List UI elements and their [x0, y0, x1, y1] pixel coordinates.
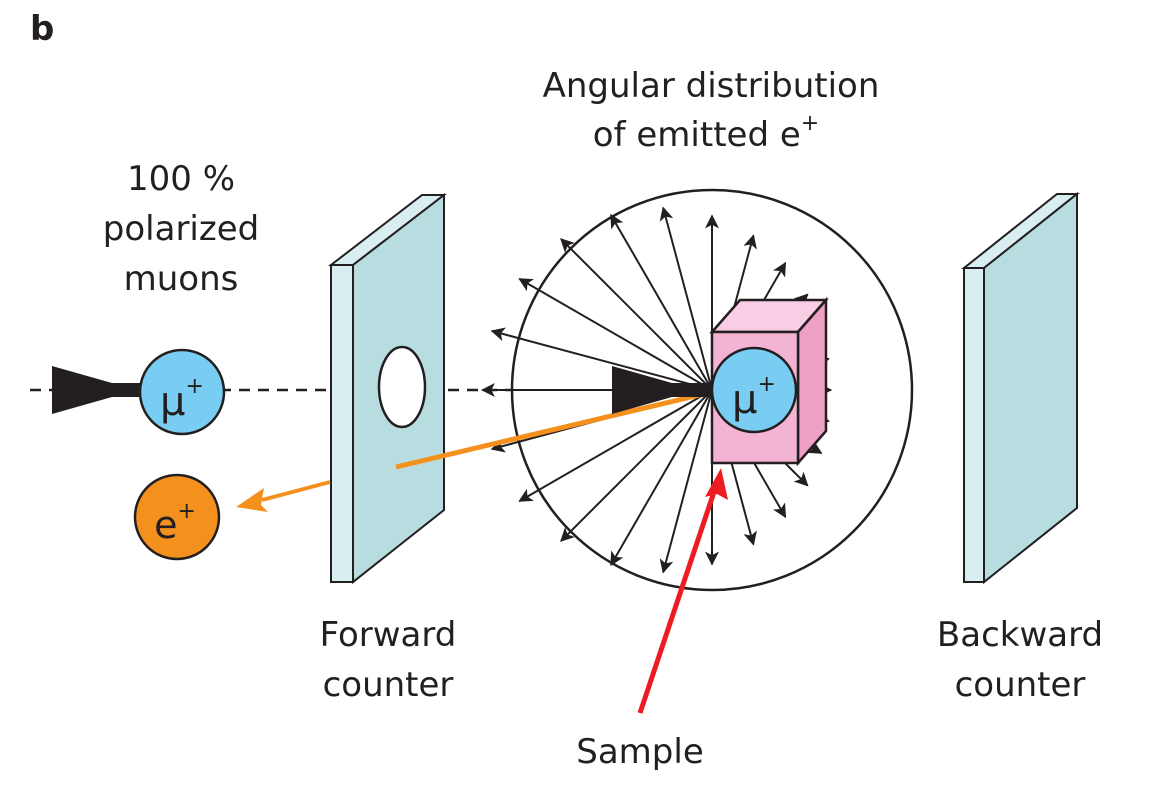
backward-counter-face	[983, 191, 1078, 585]
positron-circle	[133, 473, 221, 561]
muon-beam-label-line2: polarized	[103, 209, 259, 249]
panel-label: b	[30, 9, 54, 49]
emission-arrow	[518, 389, 713, 502]
emission-arrow	[518, 278, 713, 391]
incoming-muon-symbol: μ+	[160, 374, 204, 425]
emission-arrow	[610, 213, 713, 391]
beam-spin-arrow	[52, 366, 140, 414]
emitted-positron: e+	[133, 473, 221, 561]
sample-spin-arrow	[612, 366, 712, 414]
emission-arrow	[560, 389, 713, 542]
forward-counter-side	[330, 264, 354, 583]
sample-label: Sample	[576, 732, 703, 772]
emission-arrow	[560, 238, 713, 391]
backward-counter-label-line2: counter	[955, 665, 1086, 705]
muon-beam-label-line3: muons	[124, 259, 239, 299]
angular-distribution-label-line1: Angular distribution	[543, 66, 880, 106]
forward-counter-aperture	[377, 345, 427, 429]
positron-symbol: e+	[154, 499, 196, 547]
forward-counter	[328, 192, 447, 585]
emission-arrow	[659, 389, 713, 574]
emission-arrow	[490, 327, 713, 391]
muon-beam-label-line1: 100 %	[127, 159, 235, 199]
emission-arrow	[659, 206, 713, 391]
backward-counter-label-line1: Backward	[937, 615, 1103, 655]
positron-track	[395, 389, 713, 470]
positron-arrowhead	[236, 488, 268, 512]
stopped-muon: μ+	[710, 346, 798, 434]
positron-exit-track	[261, 480, 331, 502]
angular-distribution-label-line2: of emitted e+	[593, 111, 819, 155]
incoming-muon-circle	[138, 348, 226, 436]
sample-pointer-arrowhead	[705, 468, 728, 500]
backward-counter	[961, 191, 1080, 585]
incoming-muon: μ+	[138, 348, 226, 436]
stopped-muon-symbol: μ+	[732, 372, 776, 423]
stopped-muon-circle	[710, 346, 798, 434]
backward-counter-side	[963, 267, 985, 583]
forward-counter-label-line1: Forward	[320, 615, 457, 655]
sample-pointer-line	[637, 491, 717, 714]
forward-counter-label-line2: counter	[323, 665, 454, 705]
emission-arrow	[610, 389, 713, 567]
